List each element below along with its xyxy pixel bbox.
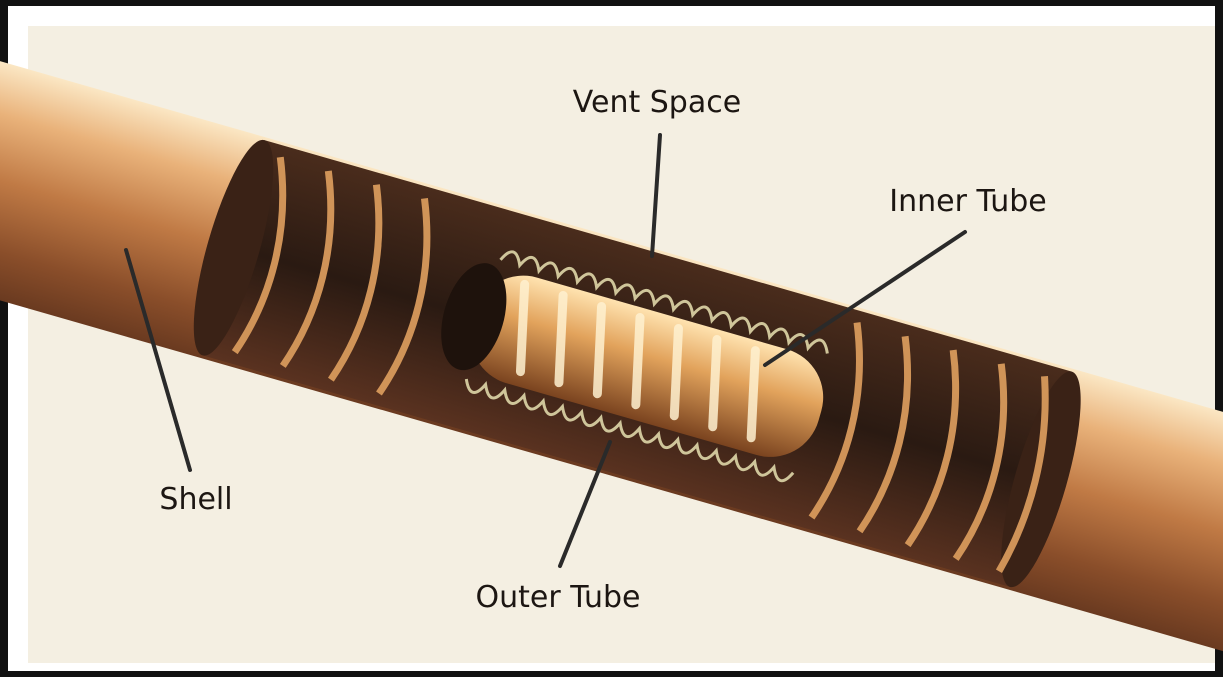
- outer-tube-label: Outer Tube: [476, 580, 641, 615]
- vent-space-label: Vent Space: [573, 85, 741, 120]
- inner-tube-label: Inner Tube: [889, 184, 1047, 219]
- shell-label: Shell: [159, 482, 232, 517]
